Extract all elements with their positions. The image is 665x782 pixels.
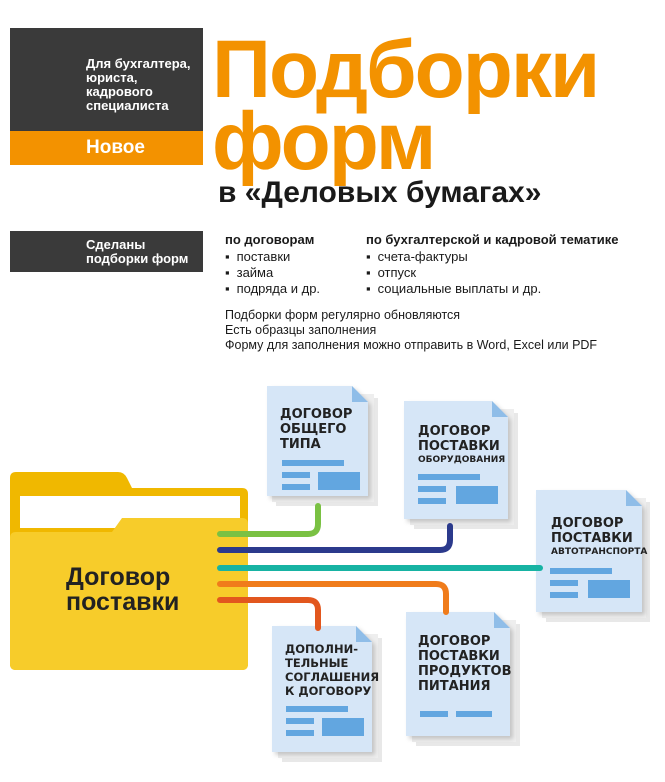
- list-item: поставки: [225, 249, 320, 265]
- doc-equipment-title: ДОГОВОР ПОСТАВКИ ОБОРУДОВАНИЯ: [418, 424, 506, 465]
- made-label-box: Сделаны подборки форм: [10, 231, 203, 272]
- contracts-heading: по договорам: [225, 232, 315, 247]
- list-item: подряда и др.: [225, 281, 320, 297]
- connector-orange: [217, 581, 449, 615]
- list-item: социальные выплаты и др.: [366, 281, 618, 297]
- doc-equipment[interactable]: [404, 401, 518, 529]
- note-line: Форму для заполнения можно отправить в W…: [225, 338, 598, 352]
- doc-vehicles[interactable]: [536, 490, 650, 622]
- doc-addenda[interactable]: [272, 626, 382, 762]
- connector-navy: [217, 523, 453, 553]
- audience-box: Для бухгалтера, юриста, кадрового специа…: [10, 28, 203, 131]
- list-item: займа: [225, 265, 320, 281]
- diagram: [10, 386, 650, 762]
- doc-general[interactable]: [267, 386, 378, 506]
- page-title-line2: форм: [212, 96, 436, 187]
- folder-icon[interactable]: [10, 472, 248, 670]
- audience-text: Для бухгалтера, юриста, кадрового специа…: [86, 56, 191, 113]
- accounting-heading: по бухгалтерской и кадровой тематике: [366, 232, 619, 247]
- page-subtitle: в «Деловых бумагах»: [218, 176, 542, 209]
- doc-food-title: ДОГОВОР ПОСТАВКИ ПРОДУКТОВ ПИТАНИЯ: [418, 634, 512, 694]
- note-line: Подборки форм регулярно обновляются: [225, 308, 461, 322]
- made-label: Сделаны подборки форм: [86, 237, 189, 266]
- contracts-list: по договорам поставки займа подряда и др…: [225, 232, 320, 297]
- doc-general-title: ДОГОВОР ОБЩЕГО ТИПА: [280, 407, 353, 452]
- doc-addenda-title: ДОПОЛНИ- ТЕЛЬНЫЕ СОГЛАШЕНИЯ К ДОГОВОРУ: [285, 642, 380, 698]
- new-badge: Новое: [10, 131, 203, 165]
- connector-red: [217, 597, 321, 631]
- list-item: отпуск: [366, 265, 618, 281]
- page-title-line1: Подборки: [212, 24, 600, 115]
- list-item: счета-фактуры: [366, 249, 618, 265]
- folder-label: Договор поставки: [66, 563, 180, 616]
- doc-food[interactable]: [406, 612, 520, 746]
- accounting-list: по бухгалтерской и кадровой тематике сче…: [366, 232, 618, 297]
- connector-green: [217, 503, 321, 537]
- notes: Подборки форм регулярно обновляются Есть…: [225, 308, 597, 353]
- note-line: Есть образцы заполнения: [225, 323, 377, 337]
- doc-vehicles-title: ДОГОВОР ПОСТАВКИ АВТОТРАНСПОРТА: [551, 516, 648, 557]
- new-badge-label: Новое: [86, 137, 145, 158]
